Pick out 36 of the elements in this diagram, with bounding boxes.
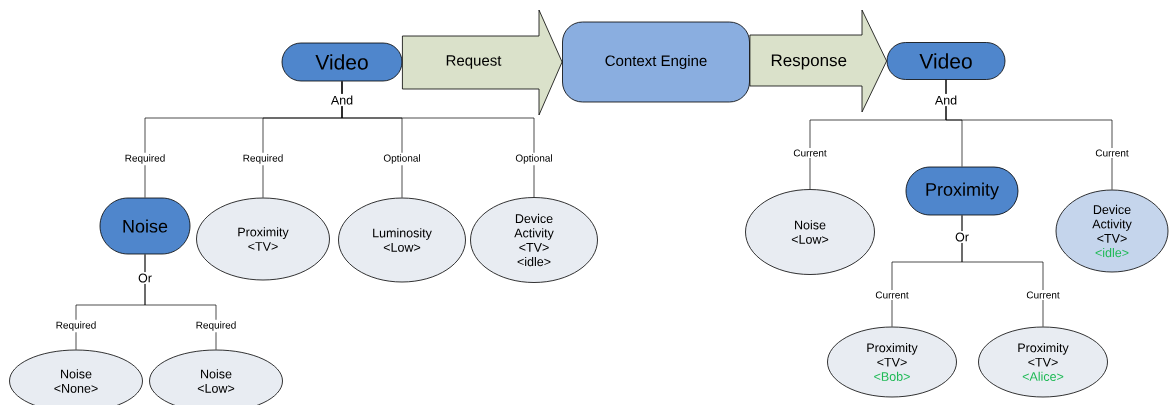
edge-label: Response [771, 54, 847, 70]
ellipse-node: Device Activity <TV> <idle> [1055, 189, 1169, 273]
edge-label: Required [123, 152, 167, 166]
operator-label: And [329, 93, 355, 107]
edge-label: Current [1093, 147, 1131, 159]
edge-label: Current [1024, 289, 1062, 301]
ellipse-node: Noise <Low> [149, 349, 283, 405]
rounded-box: Video [281, 42, 403, 82]
rounded-box: Proximity [905, 166, 1019, 216]
ellipse-node: Noise <None> [9, 349, 143, 405]
edge-label: Required [241, 152, 285, 166]
edge-label: Current [873, 289, 911, 301]
connector [961, 215, 1044, 327]
block-arrow [749, 9, 887, 113]
ellipse-node: Device Activity <TV> <idle> [470, 197, 598, 283]
ellipse-node: Proximity <TV> <Bob> [827, 326, 957, 398]
operator-label: And [933, 93, 959, 107]
ellipse-node: Proximity <TV> [196, 197, 330, 281]
connector [341, 81, 535, 198]
block-arrow [402, 9, 563, 116]
operator-label: Or [953, 231, 971, 243]
rounded-box: Noise [99, 197, 191, 255]
edge-label: Request [446, 55, 502, 69]
connector [144, 254, 217, 350]
edge-label: Optional [513, 152, 555, 166]
ellipse-node: Proximity <TV> <Alice> [978, 326, 1108, 398]
connector [945, 79, 1113, 190]
edge-label: Required [194, 319, 238, 333]
operator-label: Or [136, 272, 154, 284]
rounded-box: Video [886, 42, 1006, 80]
edge-label: Required [54, 319, 98, 333]
rounded-box: Context Engine [562, 21, 750, 103]
ellipse-node: Noise <Low> [745, 189, 875, 275]
edge-label: Current [791, 147, 829, 159]
ellipse-node: Luminosity <Low> [338, 197, 466, 283]
edge-label: Optional [381, 152, 423, 166]
